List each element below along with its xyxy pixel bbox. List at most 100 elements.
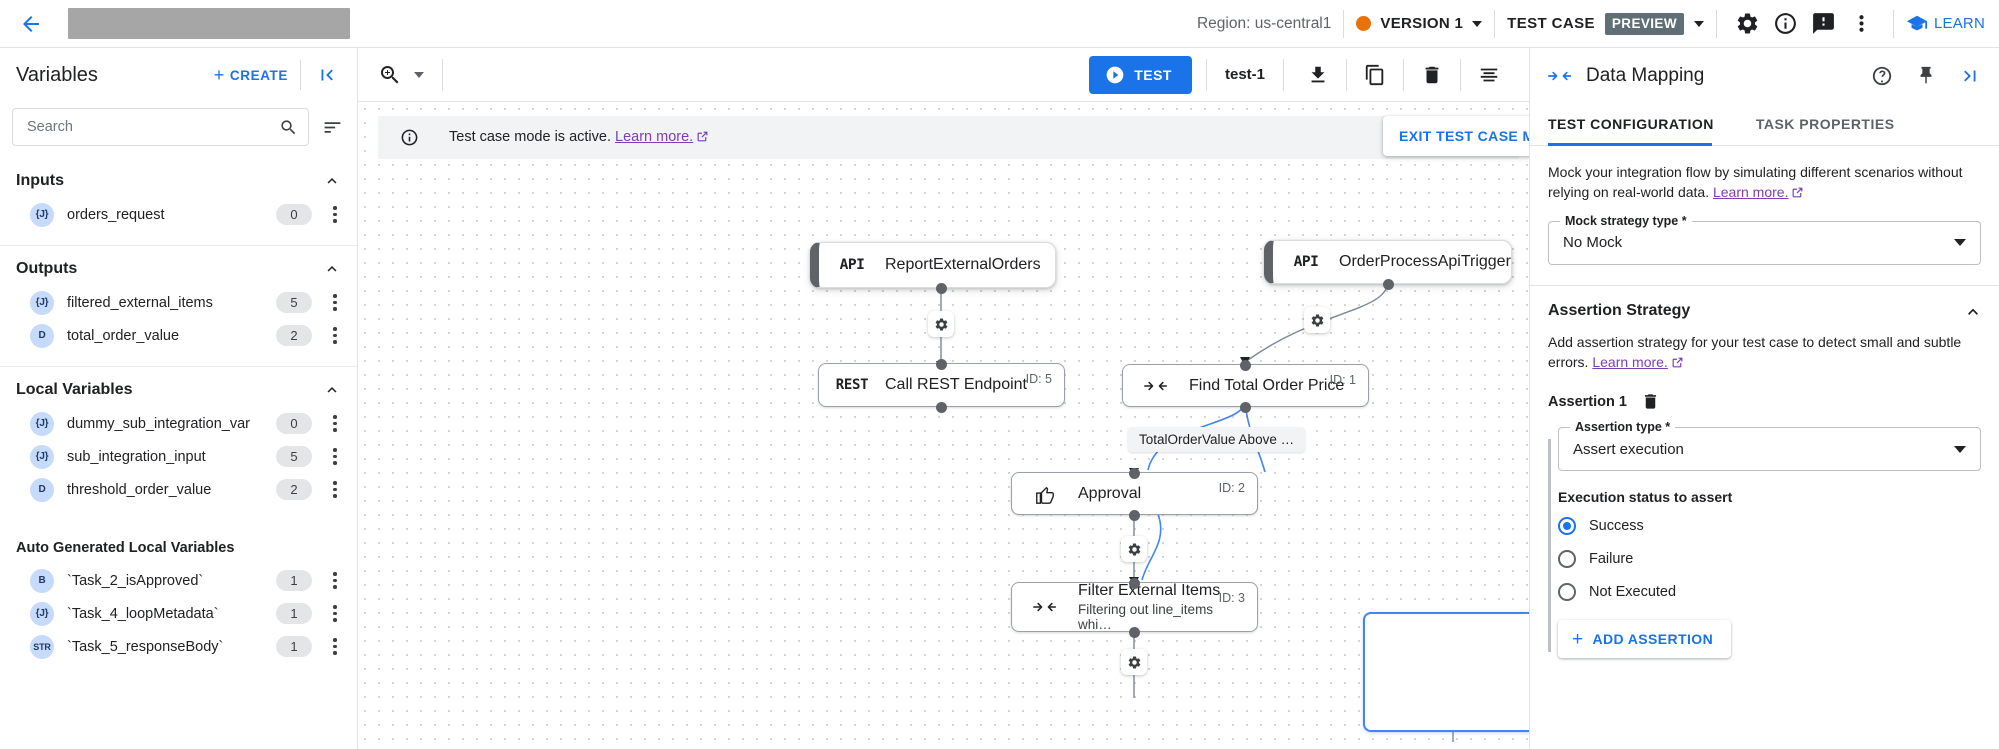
zoom-control[interactable] — [378, 63, 424, 87]
mock-learn-more-link[interactable]: Learn more. — [1712, 184, 1789, 201]
variable-name: filtered_external_items — [67, 294, 213, 311]
download-icon — [1311, 66, 1325, 82]
gear-icon — [935, 318, 947, 330]
banner-learn-more-link[interactable]: Learn more. — [615, 128, 694, 145]
assertion-strategy-header[interactable]: Assertion Strategy — [1548, 286, 1981, 320]
tab-task-properties[interactable]: TASK PROPERTIES — [1755, 116, 1895, 132]
section-header[interactable]: Inputs — [0, 158, 357, 198]
list-item[interactable]: D threshold_order_value 2 — [0, 473, 357, 506]
node-order-process-api-trigger[interactable]: API OrderProcessApiTrigger — [1264, 240, 1512, 284]
row-menu-icon[interactable] — [325, 605, 345, 622]
duplicate-button[interactable] — [1355, 55, 1395, 95]
list-item[interactable]: D total_order_value 2 — [0, 319, 357, 352]
row-menu-icon[interactable] — [325, 481, 345, 498]
zoom-in-icon — [381, 65, 399, 83]
info-button[interactable] — [1767, 5, 1805, 43]
feedback-button[interactable] — [1805, 5, 1843, 43]
node-input-port[interactable] — [936, 359, 947, 370]
list-item[interactable]: {J} orders_request 0 — [0, 198, 357, 231]
more-options-button[interactable] — [1843, 5, 1881, 43]
pin-button[interactable] — [1911, 61, 1941, 91]
row-menu-icon[interactable] — [325, 327, 345, 344]
edge-condition-label[interactable]: TotalOrderValue Above … — [1128, 427, 1306, 452]
node-output-port[interactable] — [1129, 510, 1140, 521]
download-button[interactable] — [1298, 55, 1338, 95]
flow-canvas[interactable]: Test case mode is active. Learn more. EX… — [358, 102, 1529, 749]
sort-button[interactable] — [319, 114, 345, 140]
node-icon — [1123, 377, 1189, 395]
search-input[interactable] — [27, 119, 271, 135]
radio-option-failure[interactable]: Failure — [1558, 547, 1981, 571]
radio-option-success[interactable]: Success — [1558, 514, 1981, 538]
row-menu-icon[interactable] — [325, 206, 345, 223]
help-button[interactable] — [1867, 61, 1897, 91]
back-button[interactable] — [14, 7, 48, 41]
section-title: Inputs — [16, 172, 64, 189]
edge-settings-button[interactable] — [928, 311, 954, 337]
collapse-panel-button[interactable] — [313, 61, 341, 89]
list-item[interactable]: {J} `Task_4_loopMetadata` 1 — [0, 597, 357, 630]
mock-strategy-type-select[interactable]: Mock strategy type * No Mock — [1548, 213, 1981, 265]
version-selector[interactable]: VERSION 1 — [1356, 15, 1483, 32]
edge-settings-button[interactable] — [1304, 307, 1330, 333]
list-view-button[interactable] — [1469, 55, 1509, 95]
search-box[interactable] — [12, 108, 309, 146]
row-menu-icon[interactable] — [325, 448, 345, 465]
node-output-port[interactable] — [936, 283, 947, 294]
assertion-type-select[interactable]: Assertion type * Assert execution — [1558, 420, 1981, 472]
node-report-external-orders[interactable]: API ReportExternalOrders — [810, 242, 1056, 288]
node-selected-partial[interactable] — [1363, 612, 1529, 732]
settings-button[interactable] — [1729, 5, 1767, 43]
chevron-up-icon[interactable] — [323, 260, 341, 278]
list-item[interactable]: B `Task_2_isApproved` 1 — [0, 564, 357, 597]
tab-test-configuration[interactable]: TEST CONFIGURATION — [1548, 104, 1734, 146]
node-filter-external-items[interactable]: Filter External Items Filtering out line… — [1011, 582, 1258, 632]
section-header[interactable]: Local Variables — [0, 367, 357, 407]
chevron-up-icon[interactable] — [1963, 302, 1981, 320]
create-variable-button[interactable]: + CREATE — [214, 66, 288, 84]
node-output-port[interactable] — [936, 402, 947, 413]
assertion-learn-more-link[interactable]: Learn more. — [1592, 353, 1668, 370]
chevron-up-icon[interactable] — [323, 172, 341, 190]
test-case-selector[interactable]: TEST CASE PREVIEW — [1507, 12, 1704, 35]
radio-icon[interactable] — [1558, 583, 1576, 602]
radio-icon[interactable] — [1558, 517, 1576, 536]
row-menu-icon[interactable] — [325, 638, 345, 655]
list-item[interactable]: {J} sub_integration_input 5 — [0, 440, 357, 473]
node-input-port[interactable] — [1129, 578, 1140, 589]
external-link-icon — [696, 130, 709, 147]
node-input-port[interactable] — [1240, 360, 1251, 371]
variable-count: 0 — [276, 204, 312, 225]
test-case-name[interactable]: test-1 — [1224, 66, 1265, 83]
delete-assertion-button[interactable] — [1641, 392, 1660, 411]
node-output-port[interactable] — [1129, 627, 1140, 638]
node-call-rest-endpoint[interactable]: REST Call REST Endpoint ID: 5 — [818, 363, 1065, 407]
learn-button[interactable]: LEARN — [1906, 13, 1985, 35]
edge-settings-button[interactable] — [1121, 649, 1147, 675]
delete-button[interactable] — [1412, 55, 1452, 95]
list-item[interactable]: {J} filtered_external_items 5 — [0, 286, 357, 319]
exit-test-case-mode-button[interactable]: EXIT TEST CASE MODE — [1383, 116, 1529, 156]
row-menu-icon[interactable] — [325, 415, 345, 432]
radio-option-not-executed[interactable]: Not Executed — [1558, 580, 1981, 604]
list-item[interactable]: {J} dummy_sub_integration_var 0 — [0, 407, 357, 440]
node-input-port[interactable] — [1129, 468, 1140, 479]
variable-type-badge: D — [30, 477, 54, 502]
row-menu-icon[interactable] — [325, 572, 345, 589]
chevron-up-icon[interactable] — [323, 381, 341, 399]
node-icon — [1012, 483, 1078, 505]
banner-text: Test case mode is active. Learn more. — [449, 129, 709, 147]
panel-tabs: TEST CONFIGURATION TASK PROPERTIES — [1530, 104, 1999, 146]
variables-list[interactable]: Inputs {J} orders_request 0 Outputs — [0, 158, 357, 749]
node-output-port[interactable] — [1240, 402, 1251, 413]
section-header[interactable]: Outputs — [0, 246, 357, 286]
node-output-port[interactable] — [1383, 279, 1394, 290]
edge-settings-button[interactable] — [1121, 536, 1147, 562]
add-assertion-button[interactable]: + ADD ASSERTION — [1558, 620, 1732, 659]
list-item[interactable]: STR `Task_5_responseBody` 1 — [0, 630, 357, 663]
radio-icon[interactable] — [1558, 550, 1576, 569]
row-menu-icon[interactable] — [325, 294, 345, 311]
collapse-right-button[interactable] — [1955, 61, 1985, 91]
feedback-icon — [1813, 13, 1835, 34]
run-test-button[interactable]: TEST — [1089, 55, 1192, 94]
